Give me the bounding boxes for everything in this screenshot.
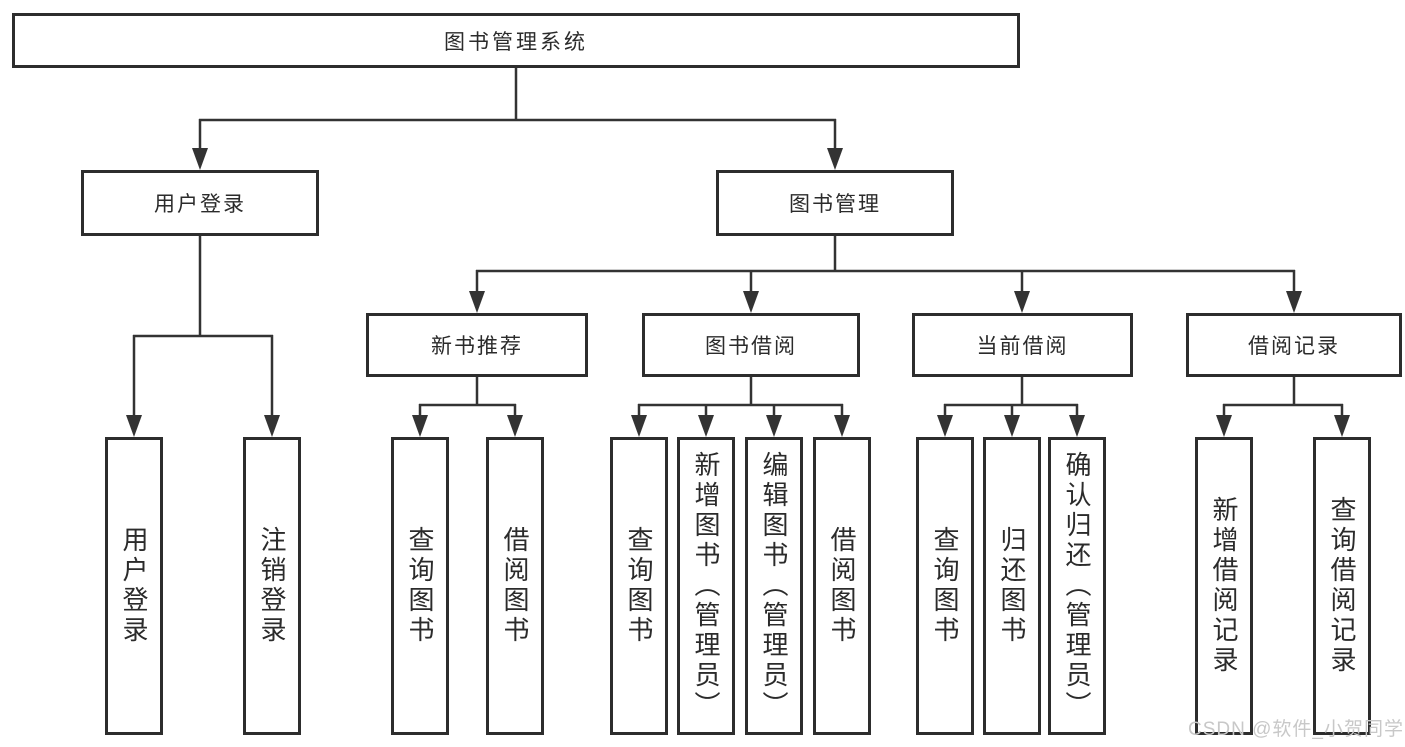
connector-book-borrow — [631, 377, 850, 437]
connector-user-login — [126, 236, 280, 437]
leaf-current-confirm-return-admin: 确认归还（管理员） — [1048, 437, 1106, 735]
connector-borrow-record — [1216, 377, 1350, 437]
leaf-borrow-edit-books-admin: 编辑图书（管理员） — [745, 437, 803, 735]
leaf-borrow-add-books-admin: 新增图书（管理员） — [677, 437, 735, 735]
connector-root — [192, 67, 843, 170]
node-book-management: 图书管理 — [716, 170, 954, 236]
leaf-borrow-query-books: 查询图书 — [610, 437, 668, 735]
leaf-current-return-books: 归还图书 — [983, 437, 1041, 735]
node-current-borrow: 当前借阅 — [912, 313, 1133, 377]
node-new-book-recommend: 新书推荐 — [366, 313, 588, 377]
watermark: CSDN @软件_小贺同学 — [1188, 719, 1404, 740]
connector-new-book-recommend — [412, 377, 523, 437]
leaf-recommend-borrow-books: 借阅图书 — [486, 437, 544, 735]
node-borrow-record: 借阅记录 — [1186, 313, 1402, 377]
leaf-record-add-borrow-record: 新增借阅记录 — [1195, 437, 1253, 735]
leaf-recommend-query-books: 查询图书 — [391, 437, 449, 735]
node-user-login: 用户登录 — [81, 170, 319, 236]
connector-book-management — [469, 236, 1302, 313]
connector-current-borrow — [937, 377, 1085, 437]
leaf-logout: 注销登录 — [243, 437, 301, 735]
leaf-borrow-borrow-books: 借阅图书 — [813, 437, 871, 735]
leaf-user-login: 用户登录 — [105, 437, 163, 735]
node-book-borrow: 图书借阅 — [642, 313, 860, 377]
leaf-record-query-borrow-record: 查询借阅记录 — [1313, 437, 1371, 735]
node-root: 图书管理系统 — [12, 13, 1020, 68]
leaf-current-query-books: 查询图书 — [916, 437, 974, 735]
